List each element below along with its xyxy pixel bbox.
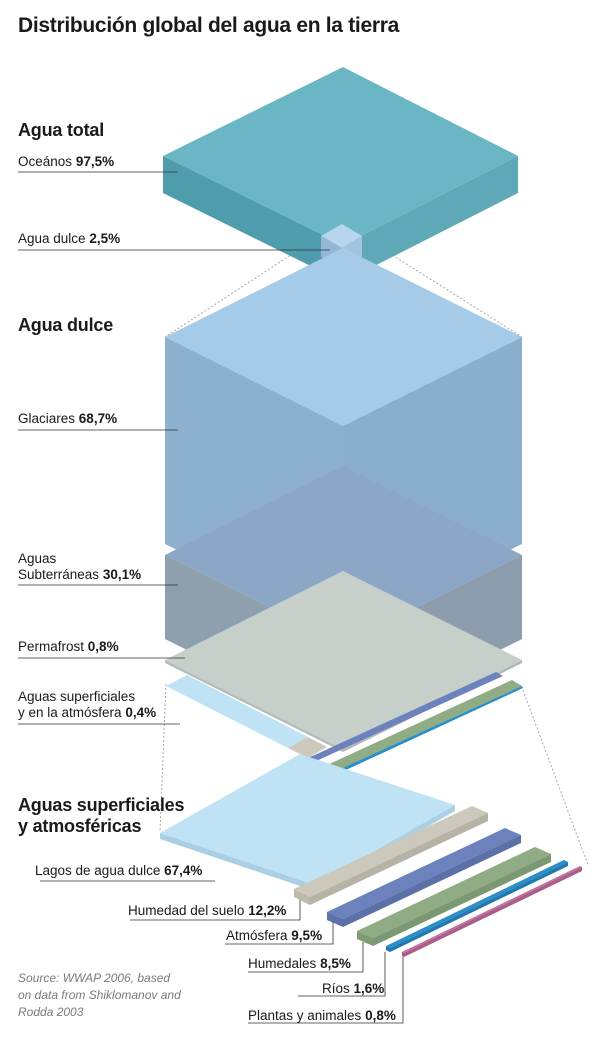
label-lagos: Lagos de agua dulce 67,4% — [35, 863, 202, 879]
page-title: Distribución global del agua en la tierr… — [18, 14, 399, 37]
label-humedales: Humedales 8,5% — [248, 956, 351, 972]
ocean-right — [343, 156, 518, 282]
label-humedales-name: Humedales — [248, 956, 317, 971]
wetlands-bar — [357, 847, 551, 938]
label-humedad: Humedad del suelo 12,2% — [128, 903, 286, 919]
leader-lines — [18, 171, 404, 1024]
label-plantas-value: 0,8% — [365, 1008, 396, 1023]
source-note: Source: WWAP 2006, based on data from Sh… — [18, 970, 193, 1020]
glacier-top — [165, 248, 522, 426]
label-humedad-name: Humedad del suelo — [128, 903, 245, 918]
groundwater-top — [165, 466, 522, 644]
atmosphere-bar — [327, 828, 521, 919]
label-superficiales: Aguas superficiales y en la atmósfera 0,… — [18, 689, 156, 720]
label-subterraneas-value: 30,1% — [102, 566, 142, 582]
source-line1: Source: WWAP 2006, based — [18, 971, 171, 985]
label-plantas: Plantas y animales 0,8% — [248, 1008, 396, 1024]
source-line3: Rodda 2003 — [18, 1004, 84, 1019]
label-lagos-value: 67,4% — [164, 863, 203, 878]
source-line2: on data from Shiklomanov and — [18, 987, 181, 1002]
label-agua-dulce: Agua dulce 2,5% — [18, 231, 120, 247]
label-glaciares: Glaciares 68,7% — [18, 411, 117, 427]
surface-breakdown — [160, 754, 582, 957]
heading-agua-dulce: Agua dulce — [18, 315, 114, 335]
label-subterraneas-line1: Aguas — [18, 551, 57, 566]
ocean-left — [163, 156, 343, 282]
surface-small-layer — [166, 672, 523, 775]
label-permafrost: Permafrost 0,8% — [18, 639, 119, 655]
label-superficiales-value: 0,4% — [125, 704, 157, 720]
label-superficiales-line1: Aguas superficiales — [18, 689, 136, 704]
heading-superficiales-line2: y atmosféricas — [18, 815, 142, 836]
label-subterraneas-line2: Subterráneas — [18, 566, 100, 582]
label-rios-name: Ríos — [322, 981, 350, 996]
label-glaciares-value: 68,7% — [78, 411, 118, 426]
soil-bar — [294, 806, 488, 897]
label-glaciares-name: Glaciares — [18, 411, 76, 426]
ocean-cube — [163, 67, 518, 282]
label-humedales-value: 8,5% — [320, 956, 351, 971]
label-oceanos-name: Oceános — [18, 154, 73, 169]
label-superficiales-line2: y en la atmósfera — [18, 704, 122, 720]
label-atmosfera-name: Atmósfera — [226, 928, 288, 943]
label-atmosfera-value: 9,5% — [291, 928, 323, 943]
label-plantas-name: Plantas y animales — [248, 1008, 362, 1023]
label-atmosfera: Atmósfera 9,5% — [226, 928, 322, 944]
label-humedad-value: 12,2% — [248, 903, 287, 918]
heading-superficiales-line1: Aguas superficiales — [18, 795, 185, 815]
label-oceanos-value: 97,5% — [75, 154, 115, 169]
label-agua-dulce-name: Agua dulce — [18, 231, 86, 246]
heading-superficiales: Aguas superficiales y atmosféricas — [18, 795, 184, 836]
label-agua-dulce-value: 2,5% — [89, 231, 121, 246]
label-lagos-name: Lagos de agua dulce — [35, 863, 161, 878]
label-rios: Ríos 1,6% — [322, 981, 384, 997]
lakes-top — [160, 754, 455, 885]
label-oceanos: Oceános 97,5% — [18, 154, 114, 170]
rivers-bar — [386, 860, 568, 948]
dotted-connectors — [159, 235, 589, 866]
label-rios-value: 1,6% — [353, 981, 385, 996]
ocean-top — [163, 67, 518, 245]
label-permafrost-name: Permafrost — [18, 639, 85, 654]
heading-agua-total: Agua total — [18, 120, 104, 140]
label-subterraneas: Aguas Subterráneas 30,1% — [18, 551, 141, 582]
label-permafrost-value: 0,8% — [87, 639, 119, 654]
plants-bar — [402, 866, 582, 953]
